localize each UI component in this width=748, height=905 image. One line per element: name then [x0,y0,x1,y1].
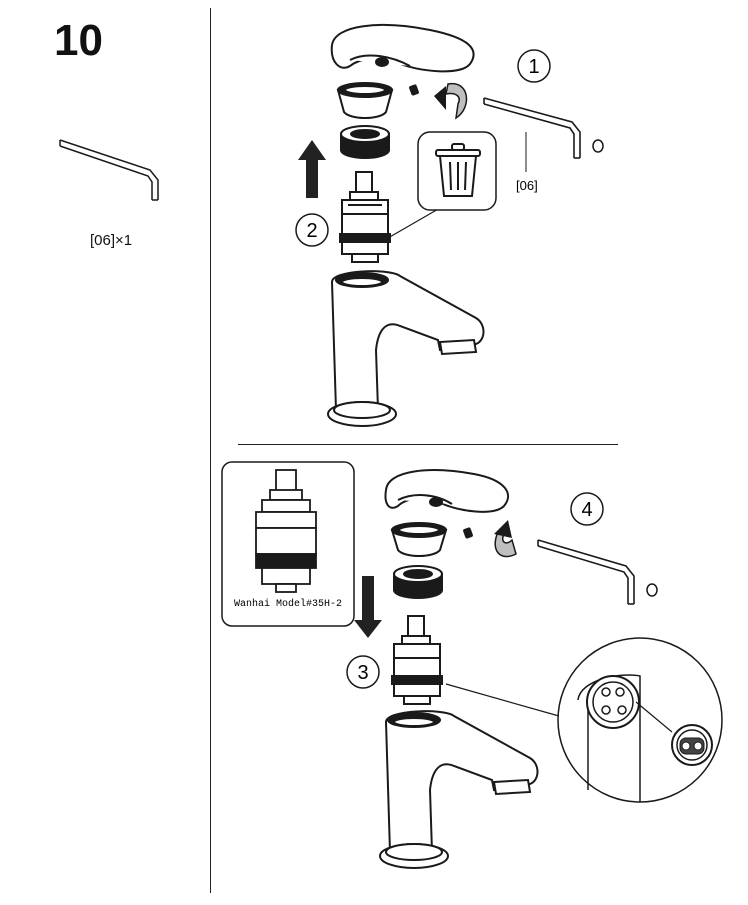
hex-key-icon [59,139,159,201]
lock-nut-top [340,125,390,159]
curved-arrow-loosen-icon [434,83,468,120]
cartridge-top [339,171,391,263]
detail-leader [445,683,567,719]
svg-text:3: 3 [357,662,368,684]
set-screw-top [409,84,419,96]
cartridge-model-label: Wanhai Model#35H-2 [234,598,342,610]
curved-arrow-tighten-icon [494,520,517,558]
up-arrow-icon [298,140,326,198]
tools-label: [06]×1 [90,232,133,249]
cap-ring-top [336,82,394,119]
lock-nut-bottom [393,565,443,599]
handle-lever-top [330,24,475,73]
svg-text:1: 1 [528,56,539,78]
hex-key-top [483,97,604,159]
callout-3: 3 [346,655,380,689]
svg-text:4: 4 [581,499,592,521]
cap-ring-bottom [390,522,448,557]
faucet-body-bottom [379,710,539,869]
cartridge-bottom [391,615,443,705]
horizontal-divider [238,444,618,445]
faucet-body-top [327,270,485,427]
step-number: 10 [54,16,103,65]
down-arrow-icon [354,576,382,638]
callout-1: 1 [517,49,551,83]
trash-callout [387,131,497,239]
set-screw-bottom [463,527,473,539]
callout-2: 2 [295,213,329,247]
handle-lever-bottom [384,469,509,513]
hex-key-bottom [537,539,658,605]
cartridge-model-box: Wanhai Model#35H-2 [221,461,355,627]
callout-4: 4 [570,492,604,526]
vertical-divider [210,8,211,893]
trash-can-icon [435,143,481,197]
tool-tag: [06] [516,178,538,193]
detail-view [557,637,723,803]
svg-text:2: 2 [306,220,317,242]
